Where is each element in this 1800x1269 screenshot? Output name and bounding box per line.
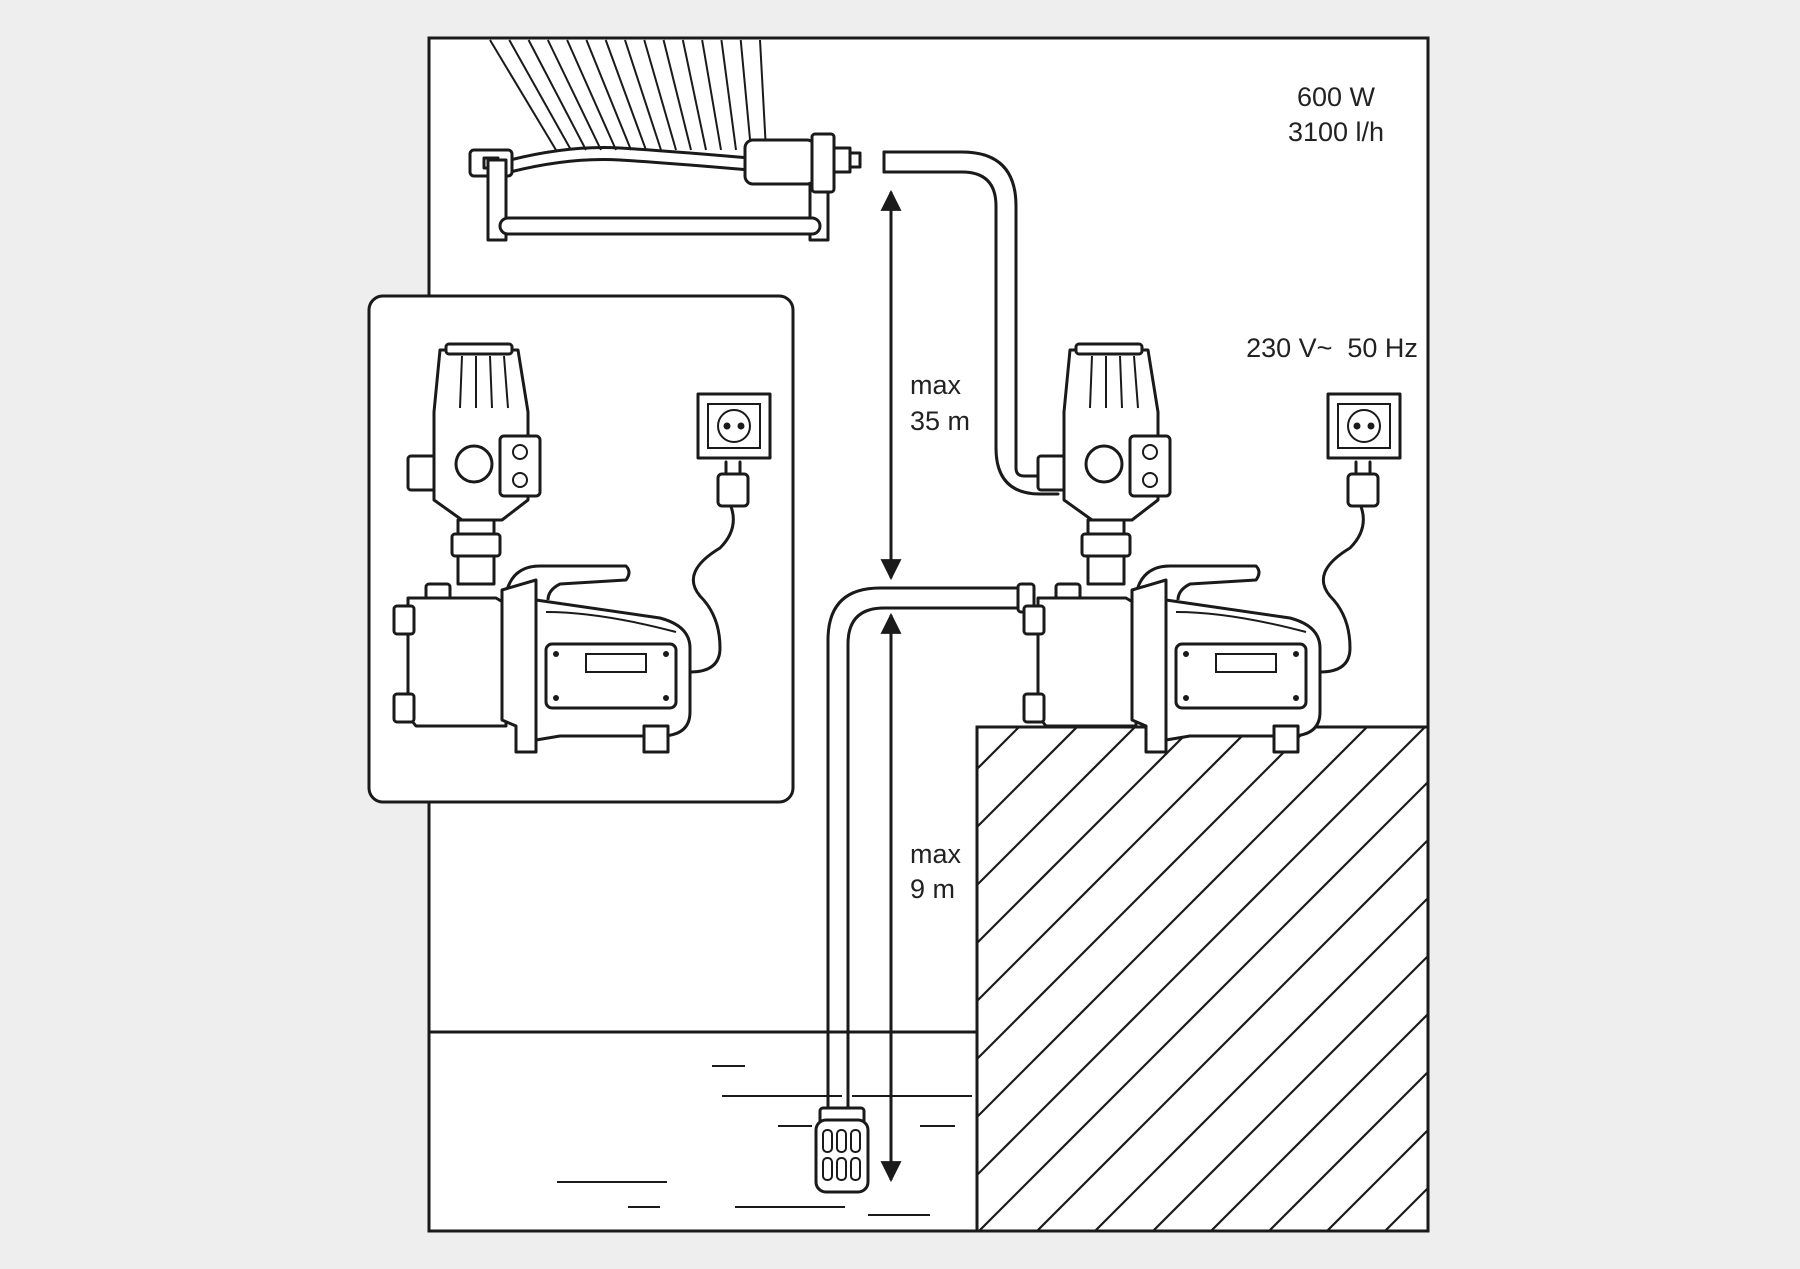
suction-height-max-label: max: [910, 839, 962, 869]
sprinkler-illustration: [468, 39, 862, 242]
flow-rate-label: 3100 l/h: [1288, 117, 1384, 147]
suction-height-value-label: 9 m: [910, 874, 955, 904]
foot-valve: [814, 1106, 870, 1194]
garden-pump-inset: [392, 342, 772, 754]
discharge-height-max-label: max: [910, 370, 962, 400]
power-supply-label: 230 V~ 50 Hz: [1246, 333, 1418, 363]
discharge-height-value-label: 35 m: [910, 406, 970, 436]
power-rating-label: 600 W: [1297, 82, 1376, 112]
ground-hatched: [975, 725, 1430, 1233]
discharge-hose: [882, 150, 1060, 496]
